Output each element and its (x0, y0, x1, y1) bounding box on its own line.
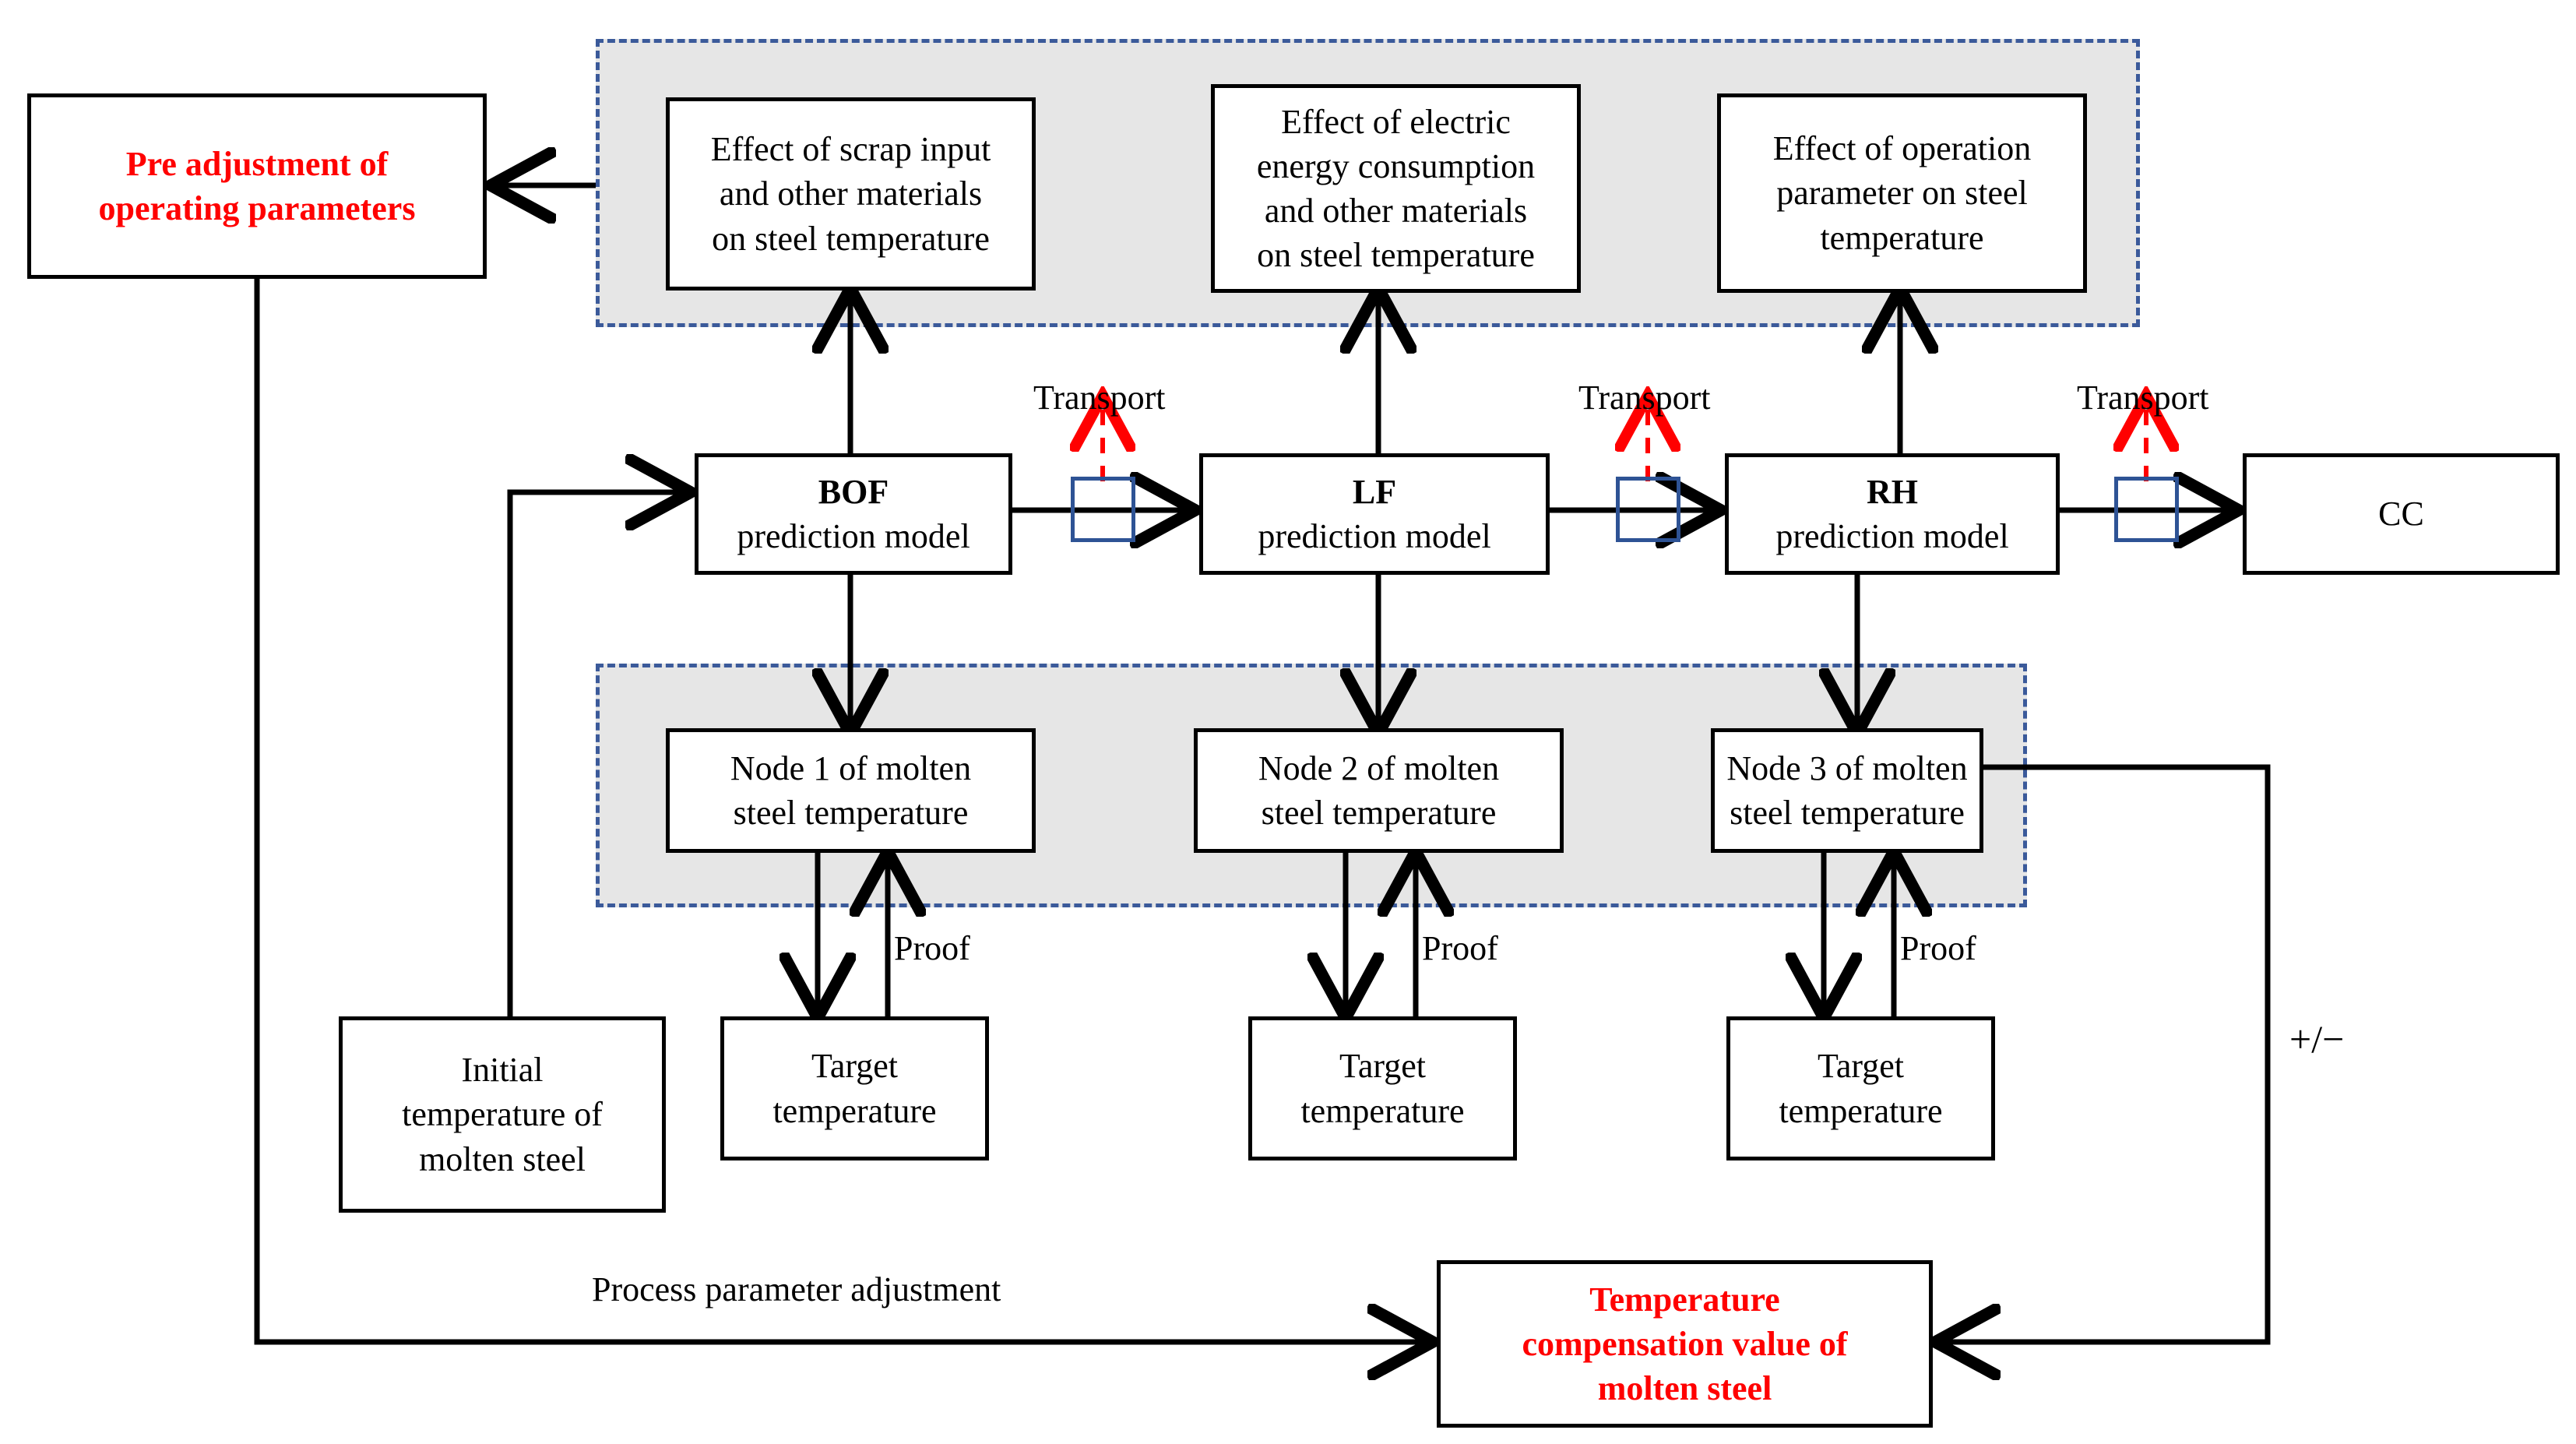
target-temperature-box-1[interactable]: Target temperature (720, 1016, 989, 1160)
proof-label-1: Proof (894, 929, 970, 967)
node-1-box[interactable]: Node 1 of molten steel temperature (666, 728, 1036, 853)
rh-subtitle: prediction model (1775, 517, 2009, 555)
target-temperature-2-line-1: Target (1339, 1047, 1426, 1086)
node-3-line-2: steel temperature (1730, 794, 1965, 832)
initial-temperature-line-1: Initial (461, 1051, 544, 1090)
effect-electric-line-1: Effect of electric (1281, 102, 1511, 141)
target-temperature-3-line-1: Target (1818, 1047, 1904, 1086)
effect-electric-line-4: on steel temperature (1257, 236, 1535, 275)
target-temperature-box-2[interactable]: Target temperature (1248, 1016, 1517, 1160)
effect-operation-line-2: parameter on steel (1776, 174, 2028, 213)
temperature-compensation-box[interactable]: Temperature compensation value of molten… (1437, 1260, 1933, 1428)
initial-temperature-line-2: temperature of (402, 1095, 603, 1134)
target-temperature-1-line-2: temperature (772, 1091, 937, 1130)
effect-scrap-line-1: Effect of scrap input (710, 130, 991, 169)
effect-scrap-box[interactable]: Effect of scrap input and other material… (666, 97, 1036, 291)
compensation-line-3: molten steel (1597, 1369, 1772, 1408)
compensation-line-1: Temperature (1589, 1280, 1780, 1319)
rh-prediction-model-box[interactable]: RH prediction model (1725, 453, 2060, 575)
node-2-line-2: steel temperature (1261, 794, 1497, 832)
target-temperature-2-line-2: temperature (1300, 1091, 1465, 1130)
transport-gate-3 (2114, 477, 2179, 542)
bof-title: BOF (818, 472, 889, 511)
rh-title: RH (1867, 472, 1918, 511)
lf-subtitle: prediction model (1258, 517, 1491, 555)
compensation-line-2: compensation value of (1522, 1324, 1848, 1363)
transport-label-1: Transport (1033, 379, 1166, 417)
pre-adjustment-line-2: operating parameters (98, 189, 416, 227)
effect-electric-box[interactable]: Effect of electric energy consumption an… (1211, 84, 1581, 293)
effect-operation-line-3: temperature (1820, 218, 1984, 257)
cc-title: CC (2378, 495, 2424, 534)
node-1-line-2: steel temperature (733, 794, 969, 832)
bof-prediction-model-box[interactable]: BOF prediction model (695, 453, 1012, 575)
transport-gate-1 (1071, 477, 1135, 542)
bof-subtitle: prediction model (737, 517, 970, 555)
node-3-box[interactable]: Node 3 of molten steel temperature (1711, 728, 1983, 853)
transport-label-3: Transport (2077, 379, 2209, 417)
pre-adjustment-box[interactable]: Pre adjustment of operating parameters (27, 93, 487, 279)
node-3-line-1: Node 3 of molten (1726, 748, 1968, 787)
target-temperature-1-line-1: Target (811, 1047, 898, 1086)
initial-temperature-line-3: molten steel (419, 1139, 586, 1178)
transport-label-2: Transport (1578, 379, 1711, 417)
target-temperature-3-line-2: temperature (1779, 1091, 1943, 1130)
effect-electric-line-3: and other materials (1264, 192, 1528, 230)
node-2-line-1: Node 2 of molten (1258, 748, 1500, 787)
pre-adjustment-line-1: Pre adjustment of (125, 144, 389, 183)
plus-minus-label: +/− (2289, 1017, 2345, 1061)
lf-title: LF (1352, 472, 1397, 511)
effect-scrap-line-3: on steel temperature (712, 219, 990, 258)
proof-label-2: Proof (1422, 929, 1498, 967)
lf-prediction-model-box[interactable]: LF prediction model (1199, 453, 1550, 575)
effect-operation-box[interactable]: Effect of operation parameter on steel t… (1717, 93, 2087, 293)
effect-electric-line-2: energy consumption (1256, 146, 1536, 185)
effect-scrap-line-2: and other materials (719, 174, 983, 213)
initial-temperature-box[interactable]: Initial temperature of molten steel (339, 1016, 666, 1213)
node-2-box[interactable]: Node 2 of molten steel temperature (1194, 728, 1564, 853)
target-temperature-box-3[interactable]: Target temperature (1726, 1016, 1995, 1160)
transport-gate-2 (1616, 477, 1680, 542)
proof-label-3: Proof (1900, 929, 1976, 967)
effect-operation-line-1: Effect of operation (1772, 129, 2032, 168)
cc-box[interactable]: CC (2243, 453, 2560, 575)
node-1-line-1: Node 1 of molten (730, 748, 972, 787)
process-parameter-adjustment-label: Process parameter adjustment (592, 1270, 1001, 1308)
